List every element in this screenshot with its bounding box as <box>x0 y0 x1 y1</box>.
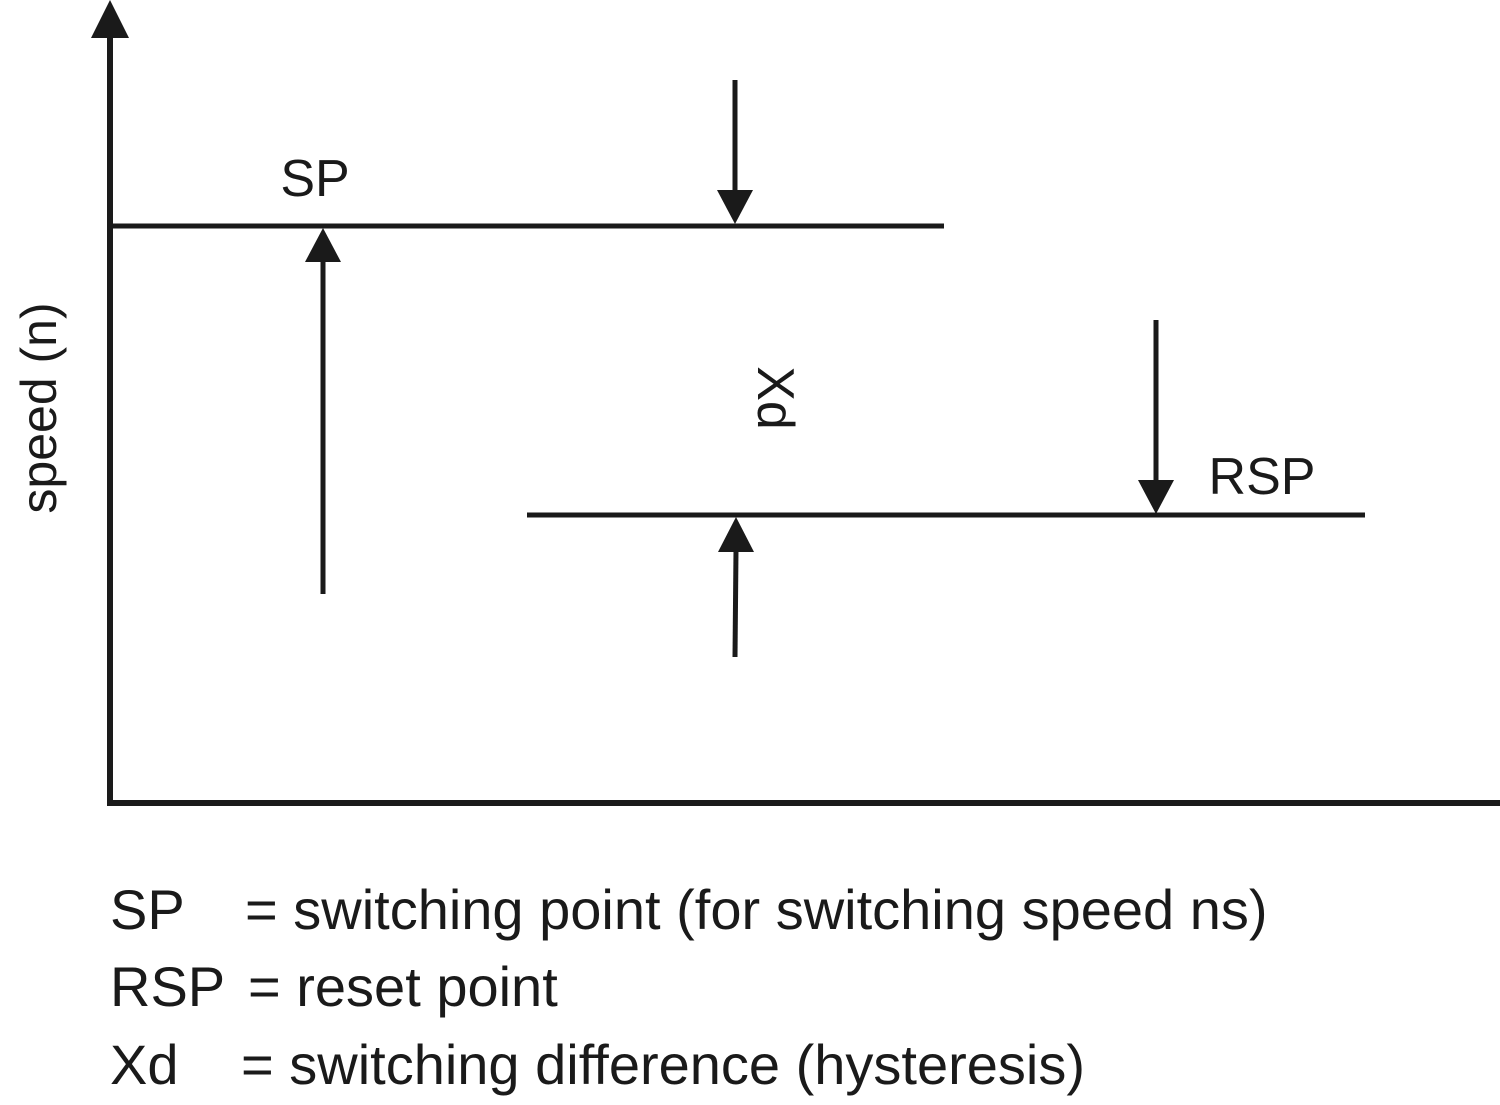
y-axis-label: speed (n) <box>11 302 67 513</box>
xd-lower-arrow-shaft <box>732 549 739 658</box>
falling-speed-arrow-head <box>1138 480 1174 514</box>
legend-definition-sp: = switching point (for switching speed n… <box>245 878 1268 941</box>
sp-label: SP <box>280 150 349 208</box>
legend-abbr-sp: SP <box>110 878 185 941</box>
legend-row-rsp: RSP = reset point <box>110 952 1410 1022</box>
xd-upper-arrow-head <box>717 190 753 224</box>
xd-label: Xd <box>746 366 804 430</box>
xd-lower-arrow-head <box>718 517 754 552</box>
legend-row-sp: SP = switching point (for switching spee… <box>110 875 1410 945</box>
rising-speed-arrow-head <box>305 228 341 262</box>
rsp-label: RSP <box>1209 448 1316 506</box>
legend-abbr-rsp: RSP <box>110 955 226 1018</box>
legend-definition-rsp: = reset point <box>248 955 558 1018</box>
legend-row-xd: Xd = switching difference (hysteresis) <box>110 1030 1410 1100</box>
legend-definition-xd: = switching difference (hysteresis) <box>241 1033 1085 1096</box>
legend-abbr-xd: Xd <box>110 1033 179 1096</box>
y-axis-arrowhead <box>91 0 129 38</box>
